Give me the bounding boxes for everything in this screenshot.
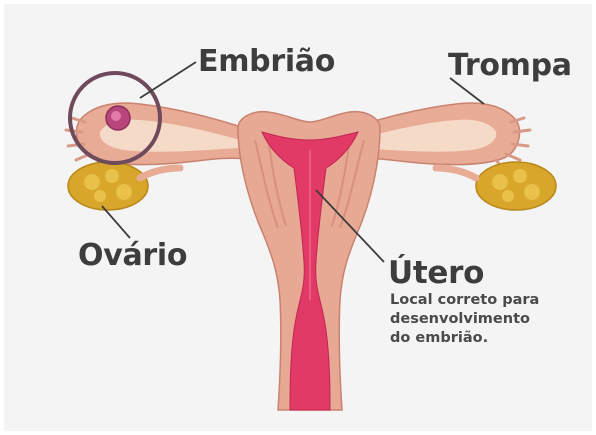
right-ovary <box>436 162 556 210</box>
ovary-leader-line <box>102 206 130 238</box>
tube-label: Trompa <box>448 48 572 83</box>
uterus-label: Útero <box>388 255 484 291</box>
uterus-body <box>238 112 380 410</box>
embryo-label: Embrião <box>198 44 335 79</box>
embryo-leader-line <box>140 62 196 98</box>
uterus-note-line: Local correto para <box>390 291 580 310</box>
uterus-description: Local correto para desenvolvimento do em… <box>390 291 580 348</box>
ovary-label: Ovário <box>78 238 187 273</box>
uterus-note-line: desenvolvimento <box>390 310 580 329</box>
uterus-note-line: do embrião. <box>390 329 580 348</box>
left-ovary <box>68 162 180 210</box>
